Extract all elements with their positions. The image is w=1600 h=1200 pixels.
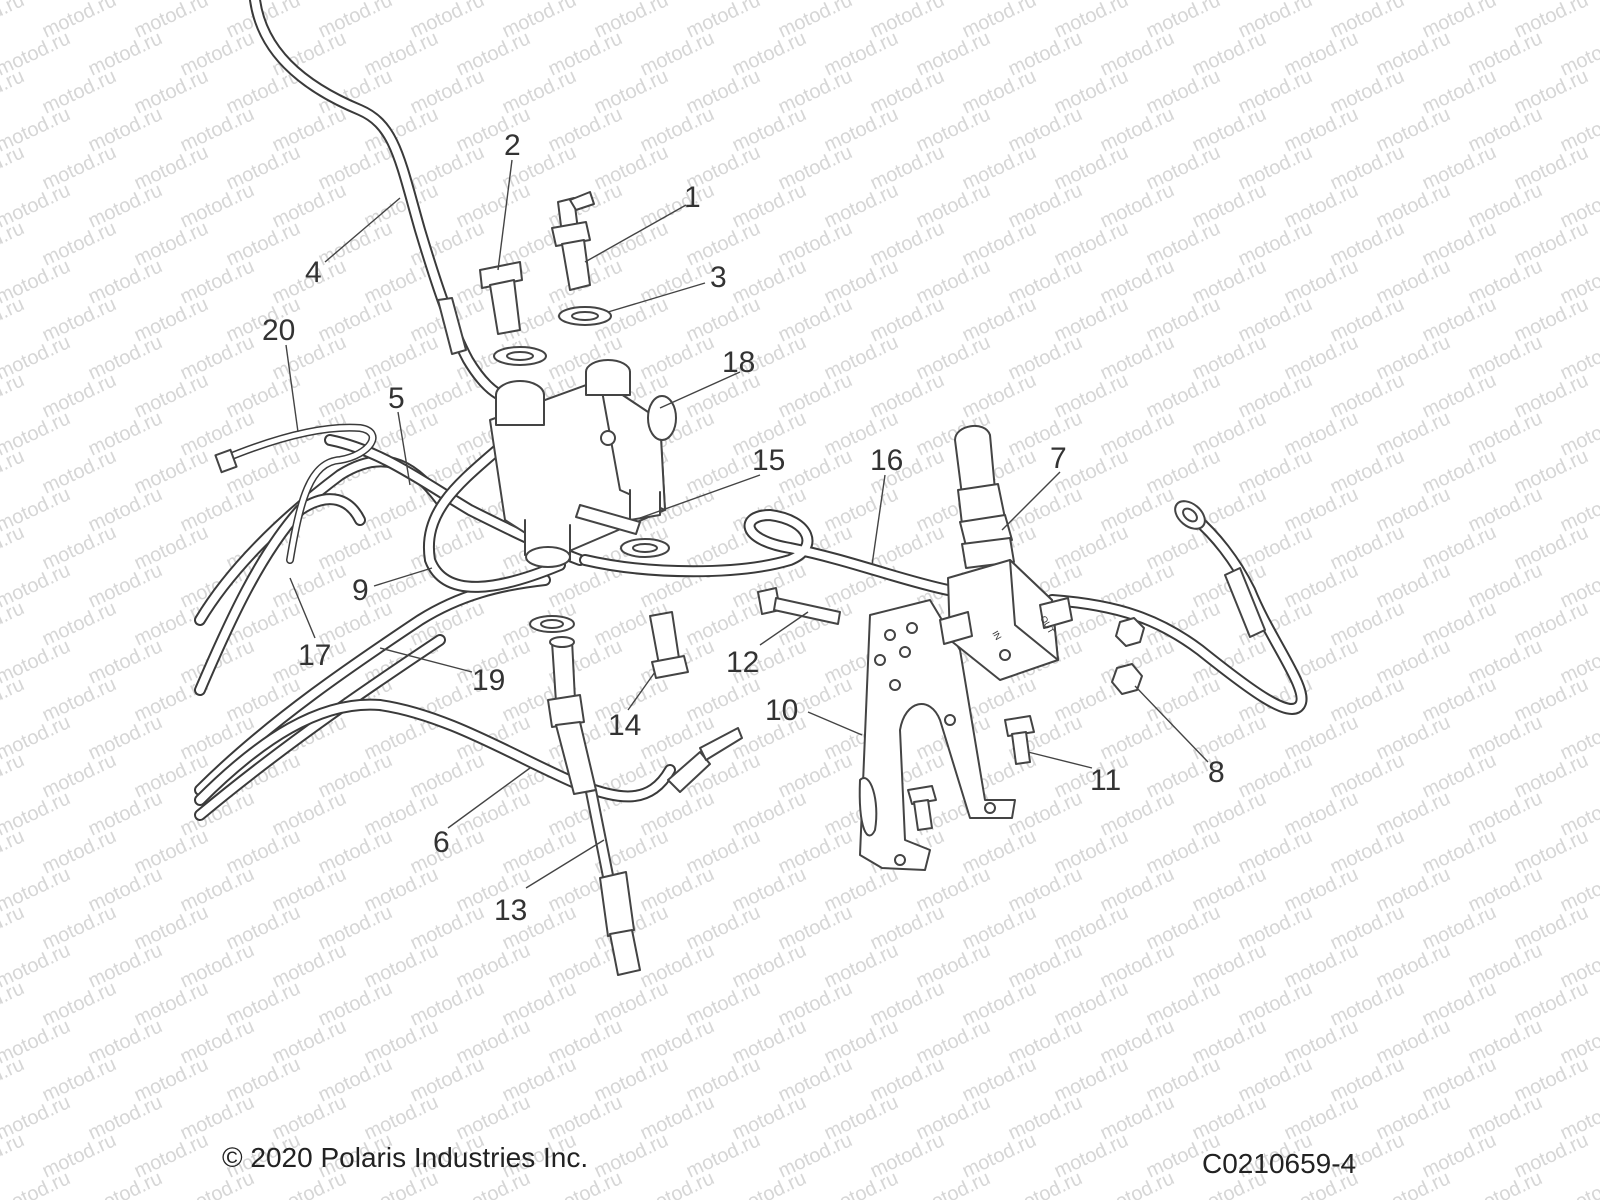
watermark-text: motod.ru [0, 521, 28, 574]
watermark-text: motod.ru [637, 1167, 718, 1200]
watermark-text: motod.ru [729, 1167, 810, 1200]
leader-3 [607, 282, 706, 313]
watermark-text: motod.ru [0, 369, 28, 422]
leader-16 [871, 474, 886, 566]
watermark-text: motod.ru [85, 1167, 166, 1200]
copyright-notice: © 2020 Polaris Industries Inc. [222, 1142, 589, 1173]
callout-8: 8 [1208, 756, 1225, 789]
brake-line-9 [422, 414, 566, 593]
watermark-text: motod.ru [0, 901, 28, 954]
proportioning-valve-7: IN OUT [939, 425, 1073, 681]
leader-14 [627, 671, 656, 711]
watermark-text: motod.ru [0, 825, 28, 878]
watermark-text: motod.ru [0, 749, 28, 802]
brake-line-16 [579, 509, 954, 596]
leader-1 [584, 204, 687, 263]
watermark-text: motod.ru [1465, 1167, 1546, 1200]
leader-5 [397, 411, 411, 486]
watermark-text: motod.ru [1373, 1167, 1454, 1200]
leader-12 [759, 611, 809, 646]
callout-15: 15 [752, 444, 785, 477]
watermark-text: motod.ru [0, 217, 28, 270]
brake-line-4 [249, 0, 514, 404]
watermark-text: motod.ru [0, 1167, 74, 1200]
callout-9: 9 [352, 574, 369, 607]
mounting-bracket-10 [858, 599, 1016, 871]
callout-16: 16 [870, 444, 903, 477]
watermark-text: motod.ru [0, 141, 28, 194]
leader-lines [285, 159, 1209, 889]
callout-14: 14 [608, 709, 641, 742]
watermark-text: motod.ru [0, 445, 28, 498]
callout-17: 17 [298, 639, 331, 672]
leader-18 [659, 371, 741, 409]
leader-2 [497, 159, 513, 271]
watermark-text: motod.ru [1005, 1167, 1086, 1200]
parts-group: IN OUT [194, 0, 1308, 976]
diagram-code: C0210659-4 [1202, 1148, 1357, 1179]
callout-5: 5 [388, 382, 405, 415]
leader-10 [807, 711, 863, 736]
leader-17 [289, 577, 316, 639]
watermark-text: motod.ru [0, 65, 28, 118]
callout-labels: 1 2 3 4 5 6 7 8 9 10 11 12 13 14 15 16 1… [262, 129, 1225, 927]
flange-bolt-11 [907, 715, 1035, 831]
watermark-text: motod.ru [821, 1167, 902, 1200]
watermark-text: motod.ru [913, 1167, 994, 1200]
leader-11 [1027, 751, 1093, 769]
watermark-text: motod.ru [1097, 1167, 1178, 1200]
brake-manifold-18 [489, 359, 677, 568]
leader-13 [525, 839, 605, 889]
leader-15 [639, 474, 761, 519]
callout-12: 12 [726, 646, 759, 679]
leader-19 [379, 647, 473, 673]
valve-in-label: IN [990, 629, 1003, 642]
leader-6 [447, 767, 531, 829]
banjo-bolt-14 [649, 611, 689, 679]
watermark-text: motod.ru [0, 977, 28, 1030]
callout-6: 6 [433, 826, 450, 859]
callout-20: 20 [262, 314, 295, 347]
watermark-text: motod.ru [0, 293, 28, 346]
nut-8 [1111, 617, 1145, 695]
watermark-text: motod.ru [0, 1129, 28, 1182]
callout-1: 1 [684, 181, 701, 214]
watermark-text: motod.ru [0, 1053, 28, 1106]
watermark-text: motod.ru [0, 673, 28, 726]
cable-tie-20 [214, 423, 377, 564]
banjo-bolt-2 [479, 261, 523, 335]
callout-10: 10 [765, 694, 798, 727]
leader-9 [373, 567, 433, 587]
callout-19: 19 [472, 664, 505, 697]
bolt-12 [757, 587, 841, 625]
callout-4: 4 [305, 256, 322, 289]
leader-4 [324, 197, 401, 263]
watermark-text: motod.ru [0, 0, 28, 43]
brake-switch-1 [551, 191, 595, 291]
callout-18: 18 [722, 346, 755, 379]
brake-line-8 [1046, 500, 1308, 715]
leader-20 [285, 344, 299, 433]
callout-3: 3 [710, 261, 727, 294]
leader-7 [1001, 471, 1061, 531]
callout-13: 13 [494, 894, 527, 927]
callout-7: 7 [1050, 442, 1067, 475]
crush-washer-3 [493, 306, 670, 633]
leader-8 [1134, 685, 1209, 763]
callout-2: 2 [504, 129, 521, 162]
bleeder-screw-15 [575, 504, 641, 535]
watermark-text: motod.ru [0, 597, 28, 650]
brake-switch-13 [547, 636, 641, 976]
callout-11: 11 [1090, 764, 1121, 797]
brake-line-6 [194, 698, 743, 806]
watermark-text: motod.ru [1557, 1167, 1600, 1200]
